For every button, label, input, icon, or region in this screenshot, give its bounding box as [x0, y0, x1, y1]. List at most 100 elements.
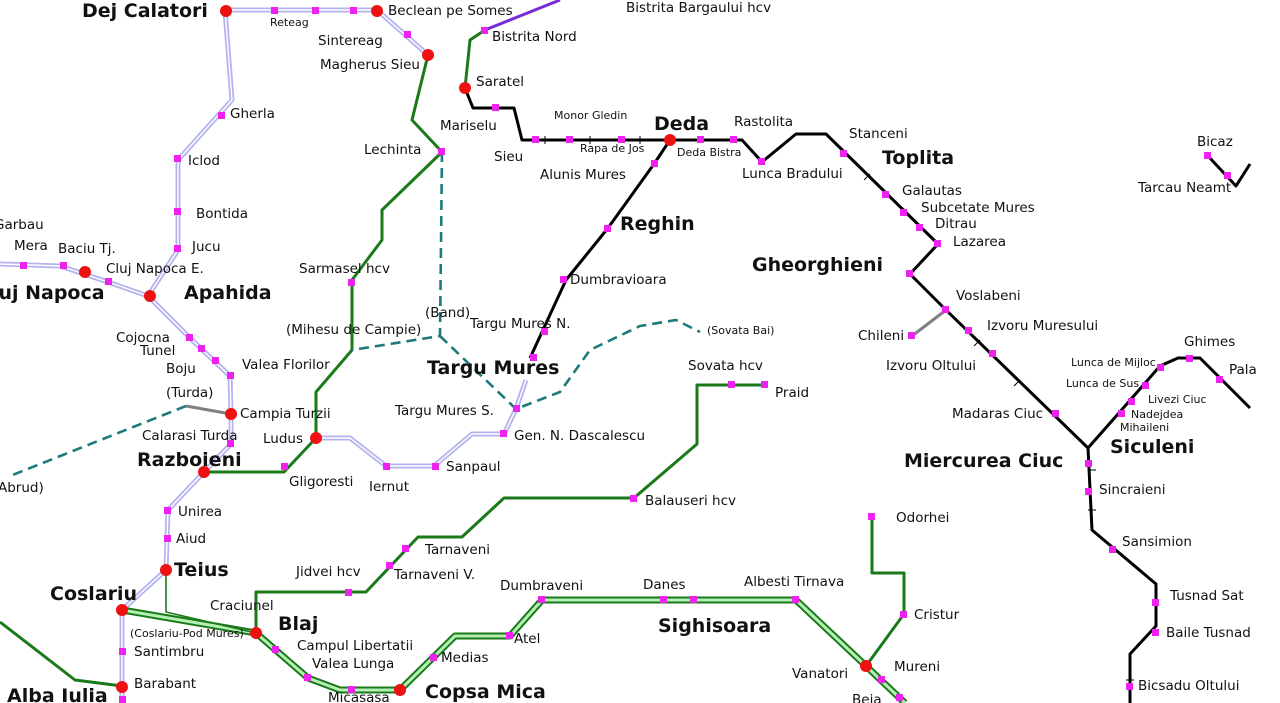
junction-vanatori[interactable]: [860, 660, 872, 672]
label-valea-florilor[interactable]: Valea Florilor: [242, 357, 330, 373]
label-sarmasel-hcv[interactable]: Sarmasel hcv: [299, 261, 390, 277]
label-dumbraveni[interactable]: Dumbraveni: [500, 578, 583, 594]
station-marker[interactable]: [348, 686, 355, 693]
label-galautas[interactable]: Galautas: [902, 183, 962, 199]
station-marker[interactable]: [174, 208, 181, 215]
station-marker[interactable]: [530, 354, 537, 361]
station-marker[interactable]: [630, 495, 637, 502]
station-marker[interactable]: [218, 112, 225, 119]
station-marker[interactable]: [1216, 376, 1223, 383]
station-marker[interactable]: [174, 155, 181, 162]
label-coslariu[interactable]: Coslariu: [50, 583, 137, 605]
label-cristur[interactable]: Cristur: [914, 607, 960, 623]
label-tunel[interactable]: Tunel: [139, 343, 175, 359]
station-marker[interactable]: [728, 381, 735, 388]
label-ghimes[interactable]: Ghimes: [1184, 334, 1235, 350]
station-marker[interactable]: [900, 611, 907, 618]
station-marker[interactable]: [697, 136, 704, 143]
station-marker[interactable]: [906, 270, 913, 277]
label-atel[interactable]: Atel: [514, 631, 540, 647]
station-marker[interactable]: [1204, 152, 1211, 159]
label-tusnad-sat[interactable]: Tusnad Sat: [1169, 588, 1244, 604]
label-gligoresti[interactable]: Gligoresti: [289, 474, 353, 490]
label-apahida[interactable]: Apahida: [184, 282, 272, 304]
station-marker[interactable]: [438, 148, 445, 155]
label-odorhei[interactable]: Odorhei: [896, 510, 949, 526]
label-vanatori[interactable]: Vanatori: [792, 666, 848, 682]
station-marker[interactable]: [432, 463, 439, 470]
label-aiud[interactable]: Aiud: [176, 531, 206, 547]
station-marker[interactable]: [350, 7, 357, 14]
junction-cluj-e[interactable]: [79, 266, 91, 278]
label-boju[interactable]: Boju: [166, 361, 196, 377]
junction-alba-iulia[interactable]: [116, 681, 128, 693]
station-marker[interactable]: [164, 535, 171, 542]
junction-beclean[interactable]: [371, 5, 383, 17]
label-lunca-bradului[interactable]: Lunca Bradului: [742, 166, 843, 182]
junction-campia-turzii[interactable]: [225, 408, 237, 420]
label-bicaz[interactable]: Bicaz: [1197, 134, 1233, 150]
station-marker[interactable]: [1126, 683, 1133, 690]
label-iclod[interactable]: Iclod: [188, 153, 220, 169]
station-marker[interactable]: [896, 694, 903, 701]
station-marker[interactable]: [1142, 382, 1149, 389]
label-gen-n-dascalescu[interactable]: Gen. N. Dascalescu: [514, 428, 645, 444]
label-alba-iulia[interactable]: Alba Iulia: [7, 685, 108, 703]
station-marker[interactable]: [840, 150, 847, 157]
label-reghin[interactable]: Reghin: [620, 213, 695, 235]
junction-copsa-mica[interactable]: [394, 684, 406, 696]
station-marker[interactable]: [868, 513, 875, 520]
label-dumbravioara[interactable]: Dumbravioara: [570, 272, 667, 288]
label-deda-bistra[interactable]: Deda Bistra: [677, 146, 741, 159]
label-craciunel[interactable]: Craciunel: [210, 598, 274, 614]
label-gheorghieni[interactable]: Gheorghieni: [752, 254, 883, 276]
junction-blaj[interactable]: [250, 627, 262, 639]
label-micasasa[interactable]: Micasasa: [328, 690, 390, 703]
label-stanceni[interactable]: Stanceni: [849, 126, 908, 142]
label-tarnaveni-v[interactable]: Tarnaveni V.: [393, 567, 475, 583]
station-marker[interactable]: [500, 430, 507, 437]
label-lunca-de-sus[interactable]: Lunca de Sus: [1066, 377, 1139, 390]
station-marker[interactable]: [492, 104, 499, 111]
station-marker[interactable]: [345, 589, 352, 596]
label-sanpaul[interactable]: Sanpaul: [446, 459, 501, 475]
label-tarcau-neamt[interactable]: Tarcau Neamt: [1137, 180, 1231, 196]
station-marker[interactable]: [532, 136, 539, 143]
label-jucu[interactable]: Jucu: [191, 239, 221, 255]
station-marker[interactable]: [908, 332, 915, 339]
label-deda[interactable]: Deda: [654, 113, 709, 135]
station-marker[interactable]: [513, 405, 520, 412]
station-marker[interactable]: [312, 7, 319, 14]
station-marker[interactable]: [402, 545, 409, 552]
station-marker[interactable]: [1109, 546, 1116, 553]
label-livezi-ciuc[interactable]: Livezi Ciuc: [1148, 393, 1207, 406]
label-magherus-sieu[interactable]: Magherus Sieu: [320, 57, 420, 73]
label-unirea[interactable]: Unirea: [178, 504, 222, 520]
station-marker[interactable]: [916, 224, 923, 231]
label-garbau[interactable]: Garbau: [0, 217, 44, 233]
junction-saratel[interactable]: [459, 82, 471, 94]
label-rapa-de-jos[interactable]: Rapa de Jos: [580, 142, 645, 155]
label-cluj-napoca-e[interactable]: Cluj Napoca E.: [106, 261, 204, 277]
station-marker[interactable]: [934, 240, 941, 247]
station-marker[interactable]: [690, 596, 697, 603]
station-marker[interactable]: [304, 674, 311, 681]
label-subcetate-mures[interactable]: Subcetate Mures: [921, 200, 1035, 216]
label-blaj[interactable]: Blaj: [278, 613, 318, 635]
label-sieu[interactable]: Sieu: [494, 149, 523, 165]
label-sighisoara[interactable]: Sighisoara: [658, 615, 771, 637]
label-izvoru-oltului[interactable]: Izvoru Oltului: [886, 358, 976, 374]
station-marker[interactable]: [538, 596, 545, 603]
label-lechinta[interactable]: Lechinta: [364, 142, 421, 158]
label-targu-mures-n[interactable]: Targu Mures N.: [469, 316, 571, 332]
label-siculeni[interactable]: Siculeni: [1110, 436, 1194, 458]
label-coslariu-pod-mures[interactable]: (Coslariu-Pod Mures): [130, 627, 244, 640]
label-iernut[interactable]: Iernut: [369, 479, 409, 495]
station-marker[interactable]: [1118, 410, 1125, 417]
label-bistrita-nord[interactable]: Bistrita Nord: [492, 29, 577, 45]
label-voslabeni[interactable]: Voslabeni: [956, 288, 1021, 304]
label-band[interactable]: (Band): [425, 305, 470, 321]
label-razboieni[interactable]: Razboieni: [137, 449, 242, 471]
label-miercurea-ciuc[interactable]: Miercurea Ciuc: [904, 450, 1063, 472]
label-lazarea[interactable]: Lazarea: [953, 234, 1006, 250]
